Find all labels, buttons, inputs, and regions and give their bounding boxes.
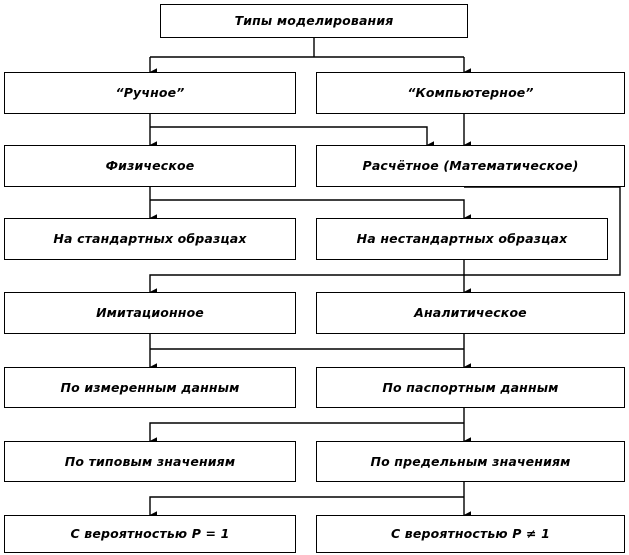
node-label: Расчётное (Математическое) [362,158,579,174]
node-measured-data[interactable]: По измеренным данным [4,367,296,408]
node-label: По типовым значениям [64,453,236,469]
connector-nonstandard-to-simulation [149,260,465,296]
node-label: “Ручное” [115,85,185,101]
connector-manual-branch-right [150,126,434,149]
node-label: “Компьютерное” [407,85,534,101]
node-nonstandard-samples[interactable]: На нестандартных образцах [316,218,608,260]
node-label: С вероятностью P = 1 [70,526,230,542]
node-typical-values[interactable]: По типовым значениям [4,441,296,482]
node-passport-data[interactable]: По паспортным данным [316,367,625,408]
node-label: С вероятностью P ≠ 1 [390,526,551,542]
node-probability-equals-one[interactable]: С вероятностью P = 1 [4,515,296,553]
node-analytical[interactable]: Аналитическое [316,292,625,334]
node-standard-samples[interactable]: На стандартных образцах [4,218,296,260]
node-label: На нестандартных образцах [356,231,568,247]
node-manual[interactable]: “Ручное” [4,72,296,114]
node-physical[interactable]: Физическое [4,145,296,187]
connector-row7-crosslink [149,496,464,519]
node-computer[interactable]: “Компьютерное” [316,72,625,114]
connector-physical-branch-right [150,199,471,222]
node-calculated-mathematical[interactable]: Расчётное (Математическое) [316,145,625,187]
node-label: Типы моделирования [234,13,394,29]
node-label: На стандартных образцах [53,231,247,247]
connector-row6-crosslink [149,422,464,445]
node-limit-values[interactable]: По предельным значениям [316,441,625,482]
node-label: Физическое [105,158,195,174]
node-label: Имитационное [96,305,204,321]
node-modeling-types[interactable]: Типы моделирования [160,4,468,38]
node-simulation[interactable]: Имитационное [4,292,296,334]
node-label: Аналитическое [414,305,527,321]
node-label: По паспортным данным [382,379,559,395]
node-probability-not-equals-one[interactable]: С вероятностью P ≠ 1 [316,515,625,553]
node-label: По предельным значениям [370,453,571,469]
node-label: По измеренным данным [60,379,240,395]
